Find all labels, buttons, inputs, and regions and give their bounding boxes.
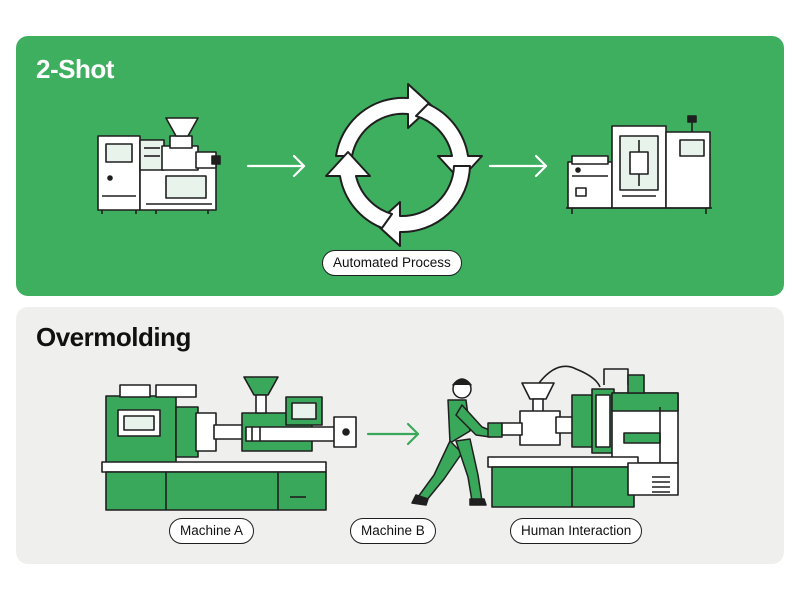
machine-b-icon — [487, 365, 679, 508]
two-shot-title: 2-Shot — [36, 54, 114, 84]
automated-process-label: Automated Process — [322, 250, 462, 276]
worker-icon — [411, 378, 503, 506]
human-interaction-label: Human Interaction — [510, 518, 643, 544]
overmolding-illustration — [101, 365, 679, 511]
machine-a-label: Machine A — [169, 518, 255, 544]
arrow-right-icon — [246, 154, 306, 178]
two-shot-panel: 2-Shot — [16, 36, 784, 296]
arrow-right-icon — [488, 154, 548, 178]
two-shot-illustration — [97, 83, 712, 247]
injection-molding-machine-icon — [97, 117, 221, 214]
arrow-right-icon — [366, 422, 420, 446]
overmolding-title: Overmolding — [36, 322, 191, 352]
overmolding-panel: Overmolding — [16, 307, 784, 564]
machine-a-icon — [101, 376, 357, 511]
molding-machine-icon — [566, 115, 712, 214]
cycle-arrows-icon — [325, 83, 483, 247]
machine-b-label: Machine B — [350, 518, 436, 544]
